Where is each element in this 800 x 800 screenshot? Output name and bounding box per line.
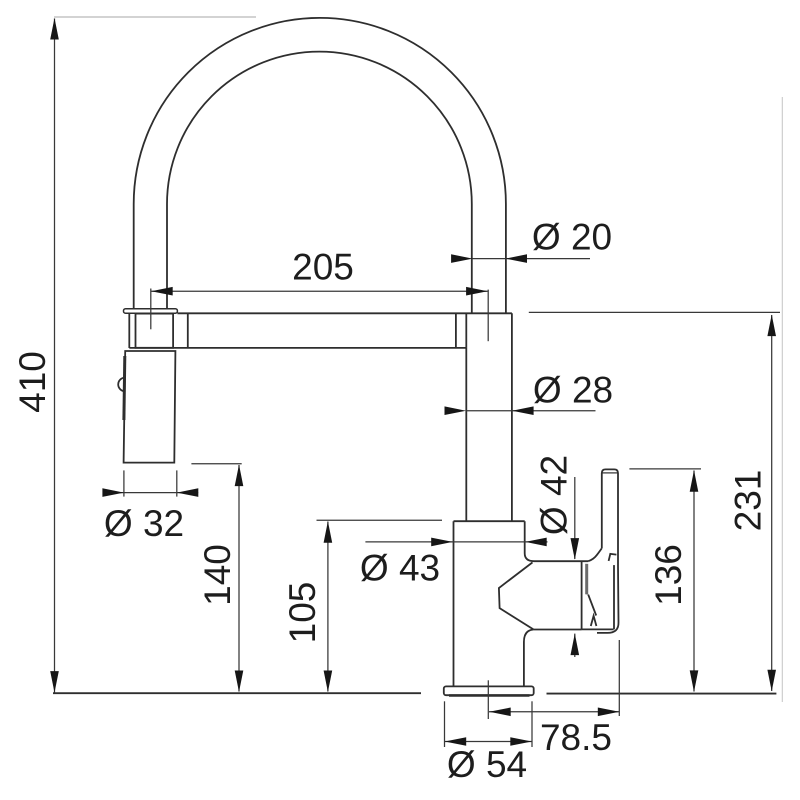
svg-text:Ø 42: Ø 42: [534, 455, 575, 535]
svg-text:231: 231: [728, 470, 769, 532]
svg-text:Ø 54: Ø 54: [447, 744, 527, 785]
svg-text:Ø 32: Ø 32: [104, 503, 184, 544]
svg-text:Ø 43: Ø 43: [360, 548, 440, 589]
svg-text:140: 140: [197, 544, 238, 606]
svg-text:136: 136: [648, 544, 689, 606]
svg-text:105: 105: [282, 582, 323, 644]
svg-text:205: 205: [292, 247, 354, 288]
svg-text:410: 410: [12, 351, 53, 413]
svg-text:Ø 20: Ø 20: [532, 217, 612, 258]
svg-text:Ø 28: Ø 28: [533, 370, 613, 411]
svg-text:78.5: 78.5: [540, 717, 612, 758]
